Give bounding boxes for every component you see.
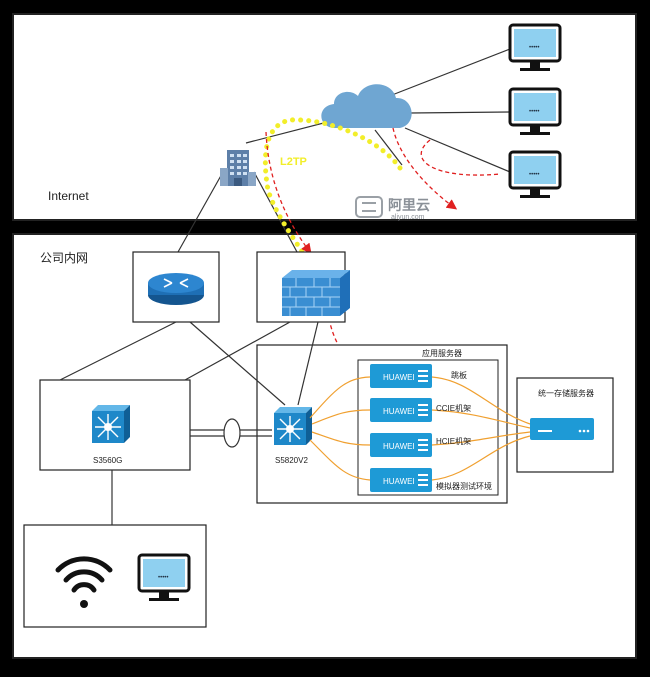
app-server-3-label: HCIE机架 <box>436 436 471 446</box>
svg-text:•••••: ••••• <box>529 109 540 115</box>
svg-text:•••••: ••••• <box>529 172 540 178</box>
watermark-brand: 阿里云 <box>388 197 430 213</box>
access-switch-label: S5820V2 <box>275 456 308 465</box>
link-aggregation-icon <box>223 418 241 448</box>
internet-label: Internet <box>48 189 89 203</box>
app-server-title: 应用服务器 <box>422 348 462 358</box>
watermark-domain: aliyun.com <box>391 214 425 221</box>
router-icon <box>148 273 204 305</box>
server-links <box>309 376 531 481</box>
storage-title: 统一存储服务器 <box>538 388 594 398</box>
app-server-1: HUAWEI <box>370 364 432 388</box>
app-server-2-label: CCIE机架 <box>436 403 471 413</box>
svg-text:•••••: ••••• <box>529 45 540 51</box>
office-building-icon <box>220 150 256 186</box>
storage-server-icon <box>530 418 594 440</box>
app-server-3: HUAWEI <box>370 433 432 457</box>
monitor-icon-lan: ••••• <box>137 553 191 601</box>
wifi-icon <box>55 556 113 593</box>
internet-links <box>177 48 511 253</box>
app-server-4-label: 模拟器测试环境 <box>436 481 492 491</box>
vpn-tunnel-path <box>262 117 403 261</box>
traffic-path-3 <box>265 131 312 255</box>
app-server-1-label: 跳板 <box>451 370 467 380</box>
aliyun-watermark-logo: 阿里云 aliyun.com <box>355 196 430 221</box>
server-brand-label: HUAWEI <box>383 442 415 451</box>
server-brand-label: HUAWEI <box>383 407 415 416</box>
core-switch-label: S3560G <box>93 456 122 465</box>
app-server-2: HUAWEI <box>370 398 432 422</box>
intranet-label: 公司内网 <box>40 251 88 265</box>
vpn-label: L2TP <box>280 156 307 168</box>
monitor-icon-1: ••••• <box>508 23 562 71</box>
app-server-4: HUAWEI <box>370 468 432 492</box>
traffic-path-1 <box>392 127 458 210</box>
monitor-icon-3: ••••• <box>508 150 562 198</box>
cloud-icon <box>321 84 412 128</box>
access-switch-icon <box>274 407 312 445</box>
svg-text:•••••: ••••• <box>158 575 169 581</box>
firewall-icon <box>282 270 350 316</box>
server-brand-label: HUAWEI <box>383 477 415 486</box>
server-brand-label: HUAWEI <box>383 373 415 382</box>
traffic-path-2 <box>420 139 501 176</box>
core-switch-icon <box>92 405 130 443</box>
monitor-icon-2: ••••• <box>508 87 562 135</box>
